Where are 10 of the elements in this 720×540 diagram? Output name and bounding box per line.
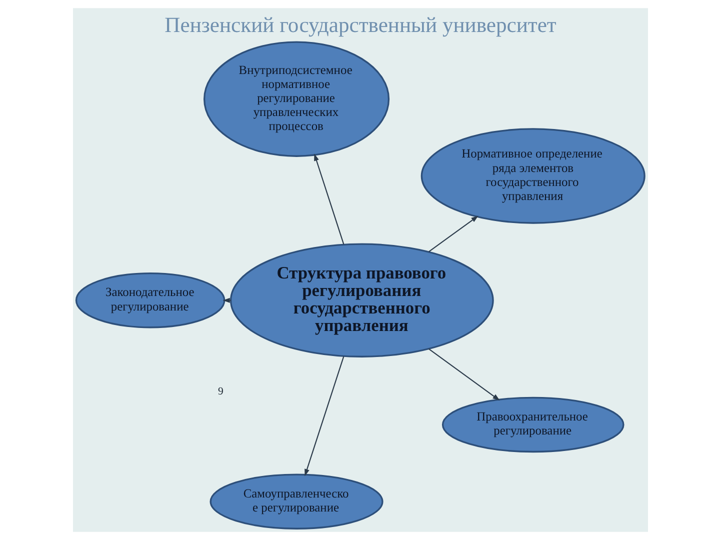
arrow xyxy=(314,154,344,244)
node-ellipse: Внутриподсистемное нормативное регулирование управленческих процессов xyxy=(202,41,390,157)
label: 9 xyxy=(218,386,223,398)
arrow xyxy=(428,348,500,401)
node-ellipse: Законодательное регулирование xyxy=(74,272,225,328)
node-ellipse: Самоуправленческо е регулирование xyxy=(209,474,383,530)
diagram-title: Пензенский государственный университет xyxy=(164,12,556,37)
node-ellipse: Правоохранительное регулирование xyxy=(441,396,624,453)
arrow xyxy=(428,216,478,252)
arrow xyxy=(304,356,344,476)
